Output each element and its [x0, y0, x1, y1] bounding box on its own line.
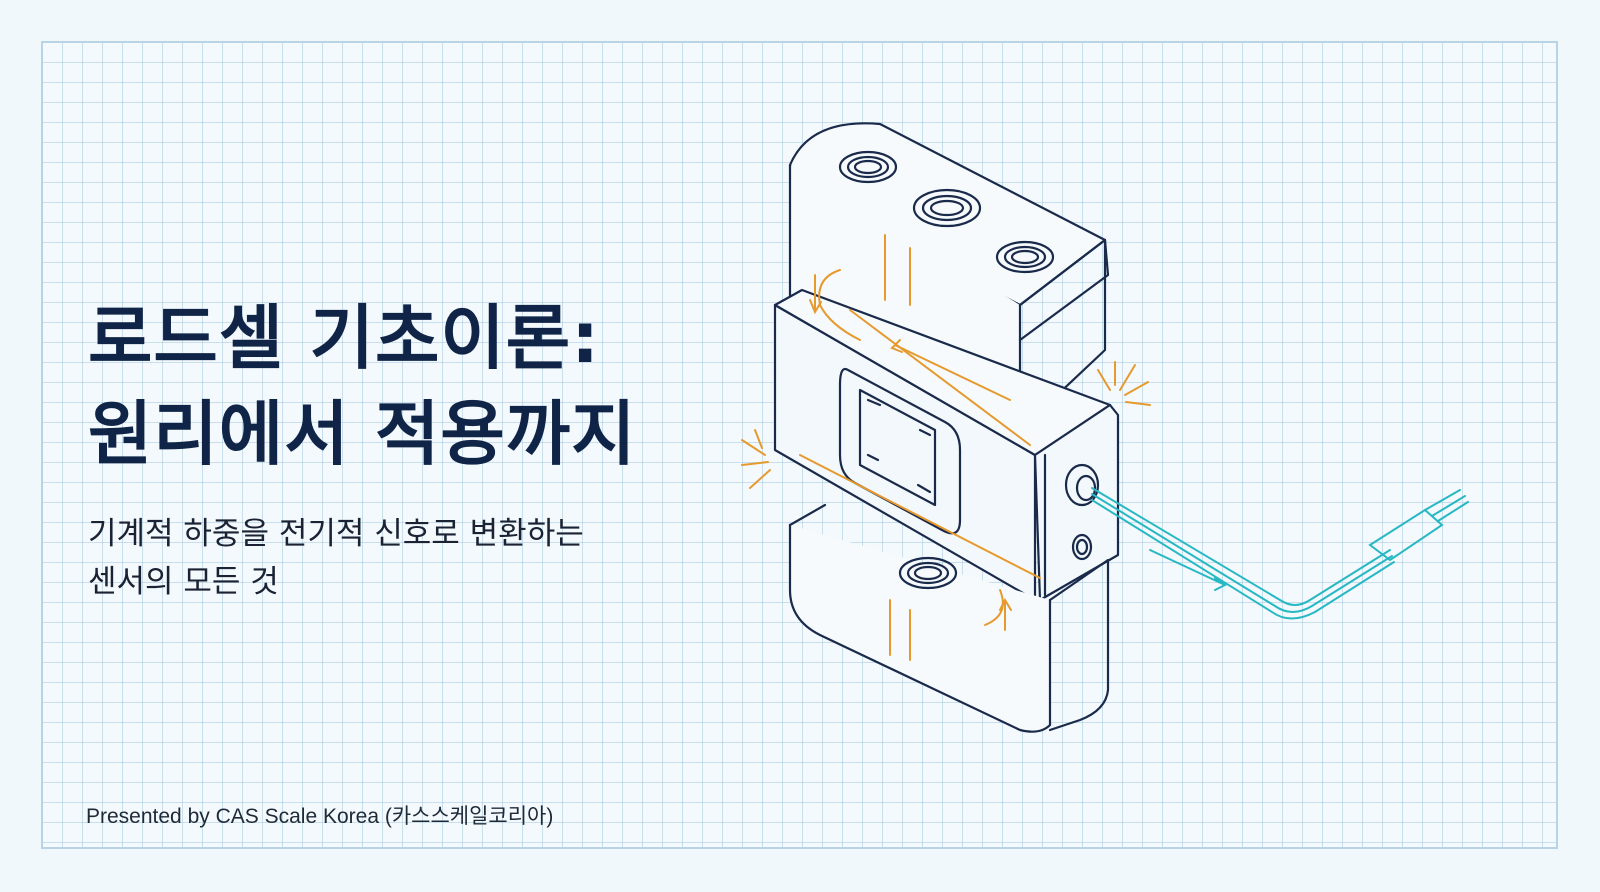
mounting-hole-icon — [995, 240, 1055, 274]
top-block-side-face — [1018, 238, 1110, 342]
cable-connector-icon — [1064, 463, 1100, 561]
signal-cable-icon — [1091, 487, 1469, 620]
load-cell-illustration — [720, 100, 1500, 760]
slide-subtitle: 기계적 하중을 전기적 신호로 변환하는 센서의 모든 것 — [88, 510, 584, 606]
subtitle-line-2: 센서의 모든 것 — [88, 564, 279, 600]
bottom-block-front — [788, 523, 1052, 733]
end-cap — [1033, 403, 1120, 602]
s-type-load-cell-icon — [741, 122, 1469, 733]
mounting-hole-icon — [838, 150, 898, 184]
mounting-hole-icon — [912, 188, 982, 228]
title-line-1: 로드셀 기초이론: — [88, 297, 601, 379]
presenter-credit: Presented by CAS Scale Korea (카스스케일코리아) — [86, 805, 554, 828]
strain-arrows-icon — [741, 234, 1151, 661]
mounting-hole-icon — [898, 556, 958, 590]
slide-title: 로드셀 기초이론: 원리에서 적용까지 — [88, 290, 637, 482]
sensing-window — [838, 367, 962, 535]
title-line-2: 원리에서 적용까지 — [88, 393, 637, 475]
subtitle-line-1: 기계적 하중을 전기적 신호로 변환하는 — [88, 516, 584, 552]
